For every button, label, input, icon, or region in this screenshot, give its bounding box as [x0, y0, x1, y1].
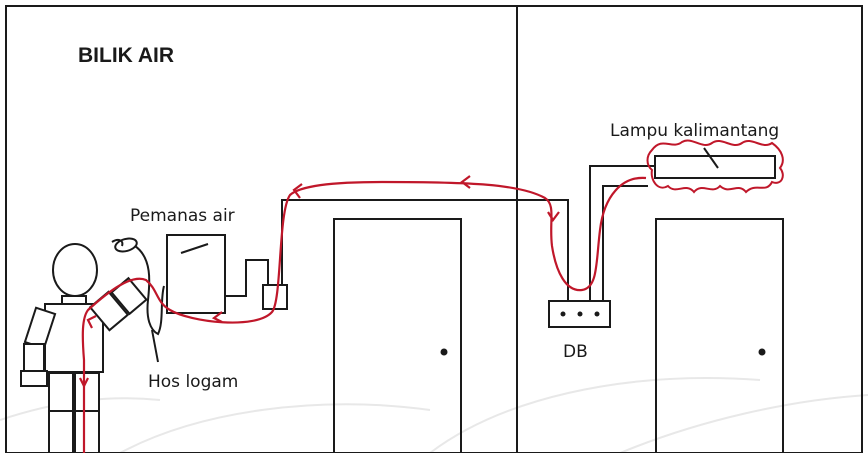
door-knob-icon — [758, 348, 766, 356]
door-icon — [655, 218, 784, 453]
db-label: DB — [563, 342, 588, 362]
lamp-arc-outline — [646, 139, 784, 194]
hose-label: Hos logam — [148, 372, 238, 392]
metal-hose-line — [134, 245, 165, 336]
switch-icon — [262, 284, 288, 310]
person-icon — [20, 243, 148, 453]
distribution-board-icon — [548, 300, 611, 328]
shower-head-icon — [111, 237, 138, 253]
outer-wall — [5, 5, 863, 453]
wiring — [225, 165, 655, 301]
arrow-icon — [79, 175, 560, 389]
hose-label-pointer — [151, 329, 159, 363]
water-heater-icon — [166, 234, 226, 314]
room-frame — [5, 5, 863, 453]
heater-label: Pemanas air — [130, 206, 235, 226]
door-icon — [333, 218, 462, 453]
room-title: BILIK AIR — [78, 44, 174, 67]
current-path — [81, 176, 647, 453]
fluorescent-lamp-icon — [654, 147, 776, 179]
door-knob-icon — [440, 348, 448, 356]
background-decor — [0, 377, 868, 453]
lamp-label: Lampu kalimantang — [610, 121, 779, 141]
